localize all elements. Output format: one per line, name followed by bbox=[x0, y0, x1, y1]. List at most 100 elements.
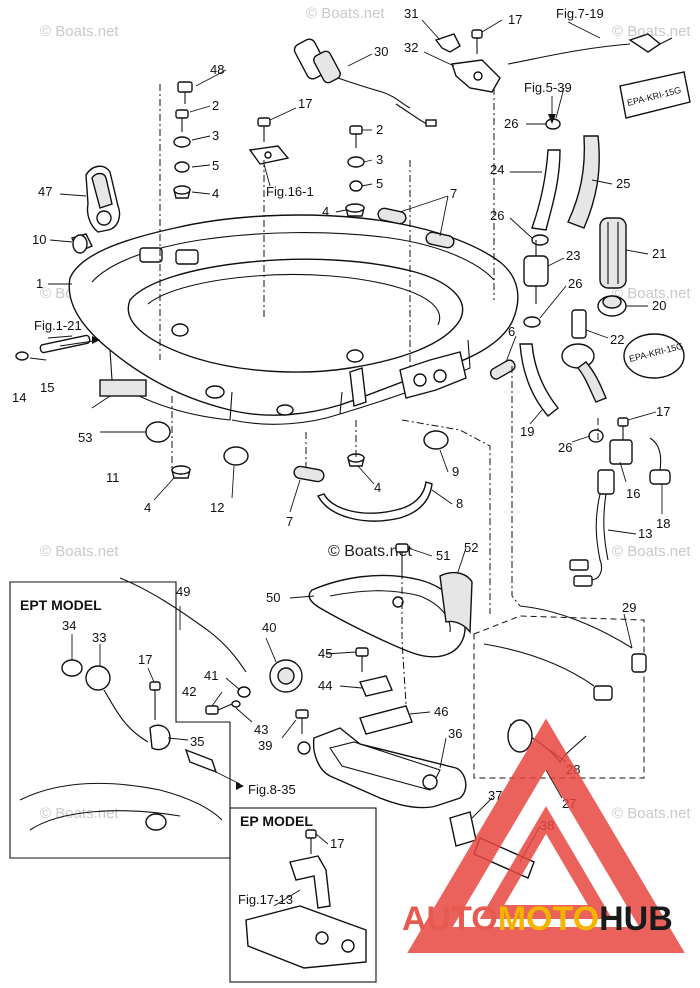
logo-part-a: AUTO bbox=[402, 900, 498, 938]
part-label: 10 bbox=[32, 232, 46, 247]
drain-fitting bbox=[71, 233, 93, 254]
part-label: 48 bbox=[210, 62, 224, 77]
part-label: 29 bbox=[622, 600, 636, 615]
part-label: 8 bbox=[456, 496, 463, 511]
part-label: 17 bbox=[138, 652, 152, 667]
hose-bracket bbox=[434, 29, 501, 93]
fig-ref: Fig.16-1 bbox=[266, 184, 314, 199]
part-label: 26 bbox=[490, 208, 504, 223]
part-label: 53 bbox=[78, 430, 92, 445]
part-label: 30 bbox=[374, 44, 388, 59]
fig-ref: Fig.7-19 bbox=[556, 6, 604, 21]
part-label: 50 bbox=[266, 590, 280, 605]
fig-ref: Fig.5-39 bbox=[524, 80, 572, 95]
stop-switch bbox=[293, 38, 437, 127]
watermark: © Boats.net bbox=[40, 23, 119, 40]
part-label: 2 bbox=[212, 98, 219, 113]
arrows bbox=[92, 114, 556, 790]
part-label: 26 bbox=[504, 116, 518, 131]
warning-label bbox=[99, 379, 147, 397]
part-label: 33 bbox=[92, 630, 106, 645]
ept-title: EPT MODEL bbox=[20, 597, 102, 613]
ept-model-panel: EPT MODEL bbox=[9, 581, 231, 859]
figure-references: Fig.7-19 Fig.5-39 Fig.16-1 Fig.1-21 Fig.… bbox=[34, 6, 604, 907]
plate-bolt bbox=[248, 117, 290, 165]
part-label: 13 bbox=[638, 526, 652, 541]
part-label: 17 bbox=[298, 96, 312, 111]
plugs bbox=[145, 421, 449, 466]
clamp-bracket bbox=[85, 165, 121, 233]
seal-52 bbox=[439, 571, 473, 634]
part-label: 12 bbox=[210, 500, 224, 515]
part-label: 19 bbox=[520, 424, 534, 439]
part-label: 18 bbox=[656, 516, 670, 531]
part-label: 7 bbox=[286, 514, 293, 529]
bracket-44 bbox=[355, 647, 393, 697]
part-label: 15 bbox=[40, 380, 54, 395]
grommet-7-bottom bbox=[293, 465, 325, 483]
logo-part-c: HUB bbox=[599, 900, 673, 938]
plate-46 bbox=[359, 705, 413, 735]
fig-ref: Fig.8-35 bbox=[248, 782, 296, 797]
part-label: 22 bbox=[610, 332, 624, 347]
part-label: 14 bbox=[12, 390, 26, 405]
watermark: © Boats.net bbox=[306, 5, 385, 22]
logo-text: AUTOMOTOHUB bbox=[402, 900, 673, 938]
watermark: © Boats.net bbox=[40, 543, 119, 560]
fig-ref: Fig.17-13 bbox=[238, 892, 293, 907]
part-label: 24 bbox=[490, 162, 504, 177]
grommet-6 bbox=[489, 359, 516, 380]
left-fastener-stack bbox=[173, 81, 193, 199]
connector-18 bbox=[649, 437, 671, 485]
part-label: 25 bbox=[616, 176, 630, 191]
rod-49 bbox=[119, 577, 247, 673]
part-label: 49 bbox=[176, 584, 190, 599]
part-label: 7 bbox=[450, 186, 457, 201]
center-watermark: © Boats.net bbox=[328, 543, 412, 560]
part-label: 44 bbox=[318, 678, 332, 693]
part-number-labels: 48 2 3 5 4 47 10 1 17 2 3 5 4 7 30 31 32… bbox=[12, 6, 670, 851]
part-label: 32 bbox=[404, 40, 418, 55]
part-label: 4 bbox=[144, 500, 151, 515]
sleeve bbox=[599, 217, 627, 289]
part-label: 5 bbox=[212, 158, 219, 173]
fuel-hoses bbox=[531, 118, 600, 246]
ep-title: EP MODEL bbox=[240, 813, 313, 829]
part-label: 42 bbox=[182, 684, 196, 699]
part-label: 4 bbox=[212, 186, 219, 201]
part-label: 5 bbox=[376, 176, 383, 191]
part-label: 51 bbox=[436, 548, 450, 563]
epa-tag-top: EPA-KRI-15G bbox=[619, 71, 691, 119]
part-label: 34 bbox=[62, 618, 76, 633]
part-label: 6 bbox=[508, 324, 515, 339]
part-label: 40 bbox=[262, 620, 276, 635]
grommets-bottom bbox=[171, 453, 365, 479]
watermark: © Boats.net bbox=[612, 805, 691, 822]
watermark: © Boats.net bbox=[612, 285, 691, 302]
ep-model-panel: EP MODEL bbox=[229, 807, 377, 983]
part-label: 17 bbox=[508, 12, 522, 27]
bottom-cowling bbox=[68, 214, 519, 425]
hose-fitting bbox=[561, 309, 607, 403]
part-label: 41 bbox=[204, 668, 218, 683]
band-8 bbox=[316, 481, 433, 522]
part-label: 26 bbox=[558, 440, 572, 455]
part-label: 2 bbox=[376, 122, 383, 137]
watermark: © Boats.net bbox=[612, 23, 691, 40]
part-label: 16 bbox=[626, 486, 640, 501]
fuel-filter bbox=[523, 240, 549, 304]
part-label: 21 bbox=[652, 246, 666, 261]
part-label: 46 bbox=[434, 704, 448, 719]
part-label: 52 bbox=[464, 540, 478, 555]
part-label: 39 bbox=[258, 738, 272, 753]
part-label: 17 bbox=[656, 404, 670, 419]
part-label: 23 bbox=[566, 248, 580, 263]
watermark-layer: © Boats.net © Boats.net © Boats.net © Bo… bbox=[40, 5, 691, 822]
cable-assembly bbox=[507, 33, 673, 65]
part-label: 20 bbox=[652, 298, 666, 313]
part-label: 26 bbox=[568, 276, 582, 291]
part-label: 36 bbox=[448, 726, 462, 741]
part-label: 31 bbox=[404, 6, 418, 21]
